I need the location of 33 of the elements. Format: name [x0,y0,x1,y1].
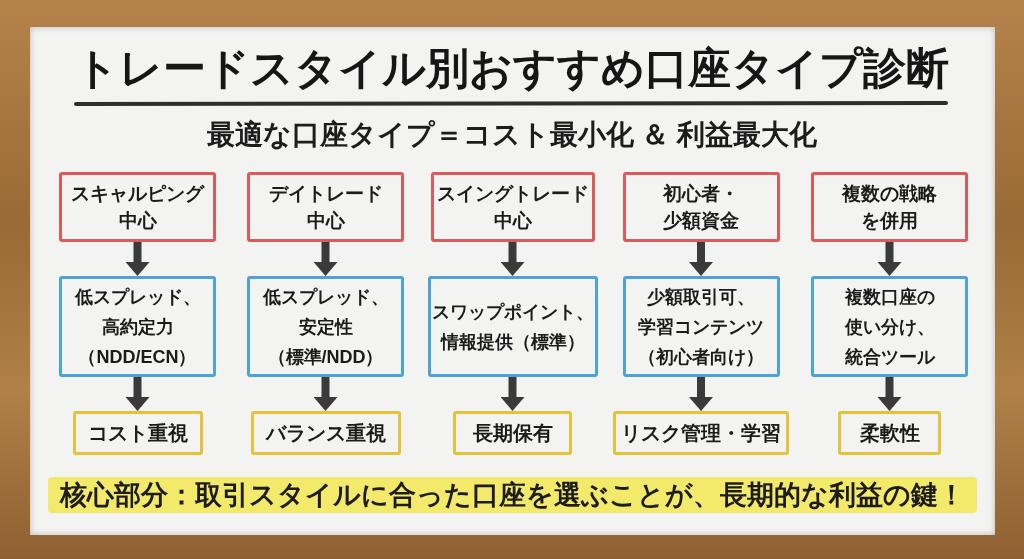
style-text: スキャルピング中心 [71,182,204,233]
style-box [247,172,404,242]
feature-box [622,276,780,377]
feature-box [427,276,598,377]
style-text: 複数の戦略を併用 [842,182,937,233]
style-box [811,172,968,242]
feature-box [811,276,968,377]
style-text: デイトレード中心 [268,182,383,233]
feature-box [59,276,216,377]
result-text: バランス重視 [265,421,386,446]
result-box [453,411,572,455]
feature-text: スワップポイント、情報提供（標準） [431,300,594,354]
result-text: コスト重視 [87,421,188,446]
highlighted-note: 核心部分：取引スタイルに合った口座を選ぶことが、長期的な利益の鍵！ [47,477,977,513]
style-box [622,172,780,242]
title: トレードスタイル別おすすめ口座タイプ診断 [75,43,949,94]
result-text: 柔軟性 [859,421,920,446]
subtitle: 最適な口座タイプ＝コスト最小化 ＆ 利益最大化 [206,118,818,152]
result-box [72,411,203,455]
result-box [838,411,941,455]
style-text: スイングトレード中心 [436,182,589,233]
feature-text: 低スプレッド、安定性（標準/NDD） [261,285,390,369]
result-box [613,411,789,455]
feature-text: 低スプレッド、高約定力（NDD/ECN） [73,285,202,369]
result-text: リスク管理・学習 [621,421,781,446]
style-text: 初心者・少額資金 [663,182,739,233]
feature-text: 少額取引可、学習コンテンツ（初心者向け） [637,285,765,369]
result-text: 長期保有 [472,421,553,446]
style-box [59,172,216,242]
style-box [430,172,595,242]
feature-text: 複数口座の使い分け、統合ツール [844,285,935,369]
feature-box [247,276,404,377]
result-box [250,411,401,455]
